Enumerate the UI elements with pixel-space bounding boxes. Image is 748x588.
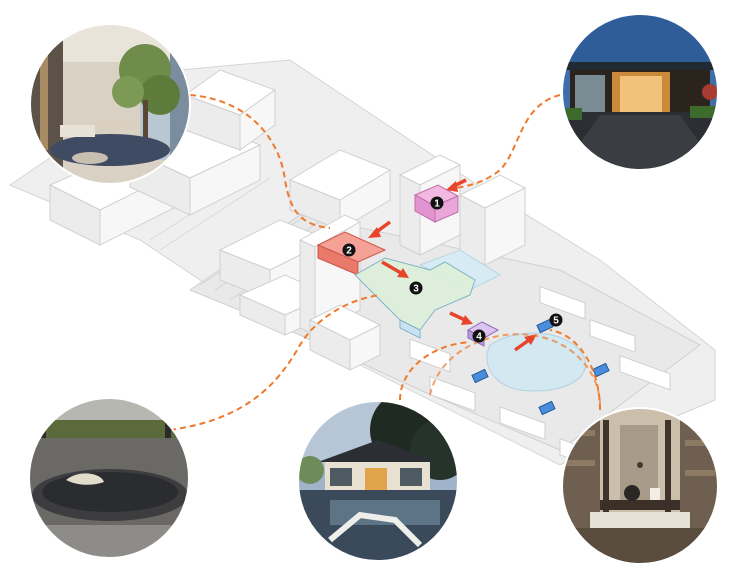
marker-3: 3 xyxy=(410,282,423,295)
marker-2: 2 xyxy=(343,244,356,257)
marker-5: 5 xyxy=(550,314,563,327)
photo-tea-room xyxy=(560,406,720,568)
marker-1: 1 xyxy=(431,197,444,210)
marker-4: 4 xyxy=(473,330,486,343)
photo-courtyard-pavilion xyxy=(296,390,470,565)
marker-1-label: 1 xyxy=(434,199,440,210)
marker-5-label: 5 xyxy=(553,316,559,327)
photo-reflecting-pool xyxy=(28,398,193,565)
leader-entrance xyxy=(455,95,560,188)
photo-entrance-night xyxy=(560,12,720,172)
marker-3-label: 3 xyxy=(413,284,419,295)
marker-2-label: 2 xyxy=(346,246,352,257)
marker-4-label: 4 xyxy=(476,332,482,343)
